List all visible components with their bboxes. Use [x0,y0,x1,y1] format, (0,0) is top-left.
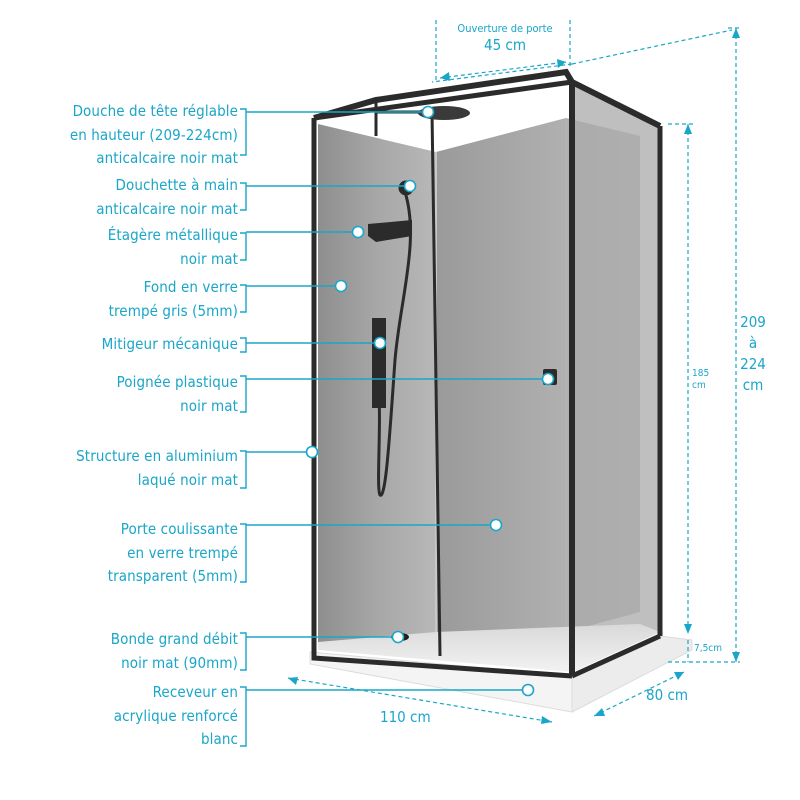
width-dimension: 110 cm [380,708,431,726]
label-line: anticalcaire noir mat [96,199,238,218]
glass-height-unit: cm [692,380,706,391]
callout-dots [305,105,555,697]
label-head-shower: Douche de tête réglable en hauteur (209-… [70,100,238,171]
glass-height-value: 185 [692,368,710,379]
total-height-dimension: 209 à 224 cm [735,312,771,396]
label-line: trempé gris (5mm) [108,301,238,320]
side-glass-panel [572,82,660,672]
callout-lines [240,108,548,747]
label-mixer: Mitigeur mécanique [102,333,238,357]
label-line: Douche de tête réglable [72,102,238,120]
label-back-glass: Fond en verre trempé gris (5mm) [109,276,238,323]
tray-height-dimension: 7,5cm [694,643,723,654]
glass-height-dimension: 185 cm [692,368,709,392]
label-drain: Bonde grand débit noir mat (90mm) [111,628,238,675]
label-line: Receveur en [152,683,238,701]
label-line: Poignée plastique [116,373,238,391]
label-line: blanc [200,730,238,748]
mixer-unit [372,318,386,408]
dimension-lines [287,20,742,723]
label-line: Fond en verre [143,278,238,296]
label-shelf: Étagère métallique noir mat [108,224,238,271]
label-line: en hauteur (209-224cm) [69,125,238,144]
label-structure: Structure en aluminium laqué noir mat [76,445,238,492]
label-line: noir mat [180,396,238,415]
depth-dimension: 80 cm [646,686,689,704]
label-line: Étagère métallique [107,226,238,244]
label-line: noir mat (90mm) [121,653,238,672]
label-line: transparent (5mm) [107,567,238,585]
label-line: Mitigeur mécanique [101,335,238,353]
dimension-arrows [288,28,740,724]
door-opening-title: Ouverture de porte [457,22,553,35]
label-line: en verre trempé [127,543,238,562]
label-line: noir mat [180,249,238,268]
label-line: Bonde grand débit [110,630,238,648]
label-line: laqué noir mat [137,470,238,489]
door-opening-dimension: Ouverture de porte 45 cm [440,22,570,54]
metal-shelf [368,220,412,242]
label-line: Douchette à main [115,176,238,194]
door-opening-value: 45 cm [483,36,527,54]
label-line: Porte coulissante [120,520,238,538]
total-height-line: cm [742,376,764,394]
label-tray: Receveur en acrylique renforcé blanc [114,681,238,752]
total-height-line: à [748,334,758,352]
label-line: acrylique renforcé [113,706,238,725]
total-height-line: 209 [740,313,766,331]
label-handle: Poignée plastique noir mat [117,371,238,418]
label-sliding-door: Porte coulissante en verre trempé transp… [108,518,238,589]
label-line: anticalcaire noir mat [96,149,238,167]
aluminium-frame [311,68,663,679]
label-hand-shower: Douchette à main anticalcaire noir mat [96,174,238,221]
label-line: Structure en aluminium [76,447,238,465]
total-height-line: 224 [740,355,766,373]
